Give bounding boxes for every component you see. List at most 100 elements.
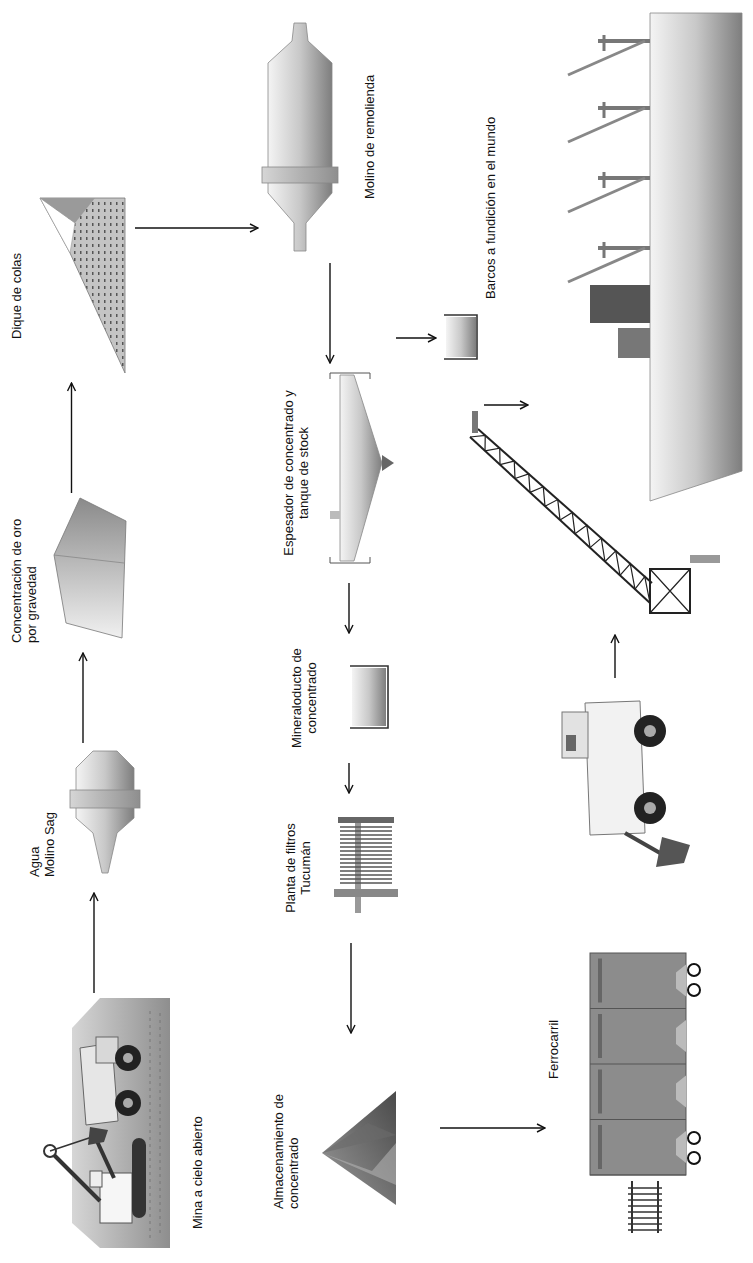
filter-plates-part [340,874,392,876]
loader-truck-part [625,833,660,853]
flow-arrow [350,943,351,1033]
loader-truck-part [644,725,656,737]
thickener [330,373,394,563]
process-step: Almacenamiento de concentrado [270,1033,440,1223]
rail-cars-part [676,1131,686,1163]
gravity-concentrator-part [54,498,126,638]
step-label: Barcos a fundición en el mundo [484,117,499,299]
rail-ties-part [628,1187,662,1189]
rail-ties-part [628,1211,662,1213]
tailings-dam-part [40,198,95,223]
filter-plates-part [340,870,392,872]
sag-mill-part [76,751,134,873]
regrind-mill-part [262,167,338,183]
rail-cars-part [598,1125,602,1169]
ship-derricks-part [568,248,645,282]
concentrate-pile-part [322,1123,396,1153]
cargo-ship-part [590,285,650,323]
loader-truck-part [656,837,690,867]
filter-plates [340,827,392,883]
open-pit-mine-part [160,1013,161,1233]
process-step: Mineraloducto de concentrado [288,633,410,763]
rail-cars-part [590,1175,686,1176]
loader-truck-part [566,735,576,751]
open-pit-mine-part [123,1053,133,1063]
rail-cars-part [676,1020,686,1052]
railway [590,953,700,1233]
filter-plates-part [340,854,392,856]
open-pit-mine [44,998,170,1248]
flow-arrow [348,583,349,633]
open-pit-mine-part [90,1171,102,1187]
rail-cars-part [676,1076,686,1108]
process-step: Molino de remolienda [258,23,380,263]
step-label: Planta de filtros Tucumán [284,808,314,928]
crane-lattice-part [635,577,650,603]
flow-arrow [71,383,72,493]
open-pit-mine-part [132,1138,146,1218]
cargo-ship [568,13,742,501]
crane-lattice-part [590,538,605,561]
filter-press-part [338,817,394,823]
rail-ties-part [628,1193,662,1195]
concentrate-pile-part [322,1091,396,1205]
rail-ties-part [628,1199,662,1201]
step-label: Ferrocarril [547,1020,562,1079]
crane-lattice-part [575,525,590,547]
stock-tank-part [446,317,476,357]
regrind-mill [262,23,338,251]
process-step: Planta de filtros Tucumán [282,793,420,943]
flow-arrow [614,635,615,678]
filter-plates-part [340,846,392,848]
thickener-part [340,375,382,561]
ship-derricks-part [603,172,606,188]
flow-arrow [329,263,330,363]
rail-cars-part [590,1008,686,1009]
cargo-ship-part [618,328,650,358]
ship-derricks-part [603,102,606,118]
ship-derricks-part [568,41,645,75]
thickener-part [382,455,394,471]
pipeline-tank [350,666,388,728]
stock-tank-part [396,337,436,338]
open-pit-mine-part [72,998,170,1248]
railway-part [688,1132,700,1144]
loader-truck-part [644,802,656,814]
flow-arrow [93,893,94,993]
filter-press-part [355,818,361,913]
crane-lattice-part [560,512,575,533]
flow-arrow [348,763,349,793]
filter-press-part [334,889,398,897]
filter-plates-part [340,826,392,828]
stock-tank [396,315,477,359]
crane-lattice-part [545,500,560,520]
stock-tank-part [444,315,477,359]
crane-lattice-part [515,474,530,492]
process-step: Mina a cielo abierto [30,993,208,1248]
flow-arrow [440,1127,545,1128]
step-label: Mineraloducto de concentrado [290,643,320,753]
flow-arrow [484,404,528,405]
ship-derricks-part [568,108,645,142]
port-crane-part [472,411,478,433]
regrind-mill-part [268,23,332,251]
port-crane-part [470,437,650,603]
process-step: Ferrocarril [545,903,715,1248]
railway-part [688,1152,700,1164]
open-pit-mine-part [100,1173,132,1223]
crane-lattice-part [605,551,620,575]
cargo-ship-part [650,13,742,501]
rail-ties [628,1188,662,1230]
open-pit-mine-part [123,1098,133,1108]
open-pit-mine-part [115,1090,141,1116]
filter-plates-part [340,842,392,844]
tailings-dam-part [40,198,125,373]
process-step: Concentración de oro por gravedad [8,493,140,653]
open-pit-mine-part [115,1045,141,1071]
thickener-part [330,511,340,519]
step-label: Almacenamiento de concentrado [272,1084,302,1209]
port-crane-part [690,555,720,563]
crane-lattice [470,435,650,603]
loader-truck-part [634,792,666,824]
step-label: Agua [28,847,43,877]
